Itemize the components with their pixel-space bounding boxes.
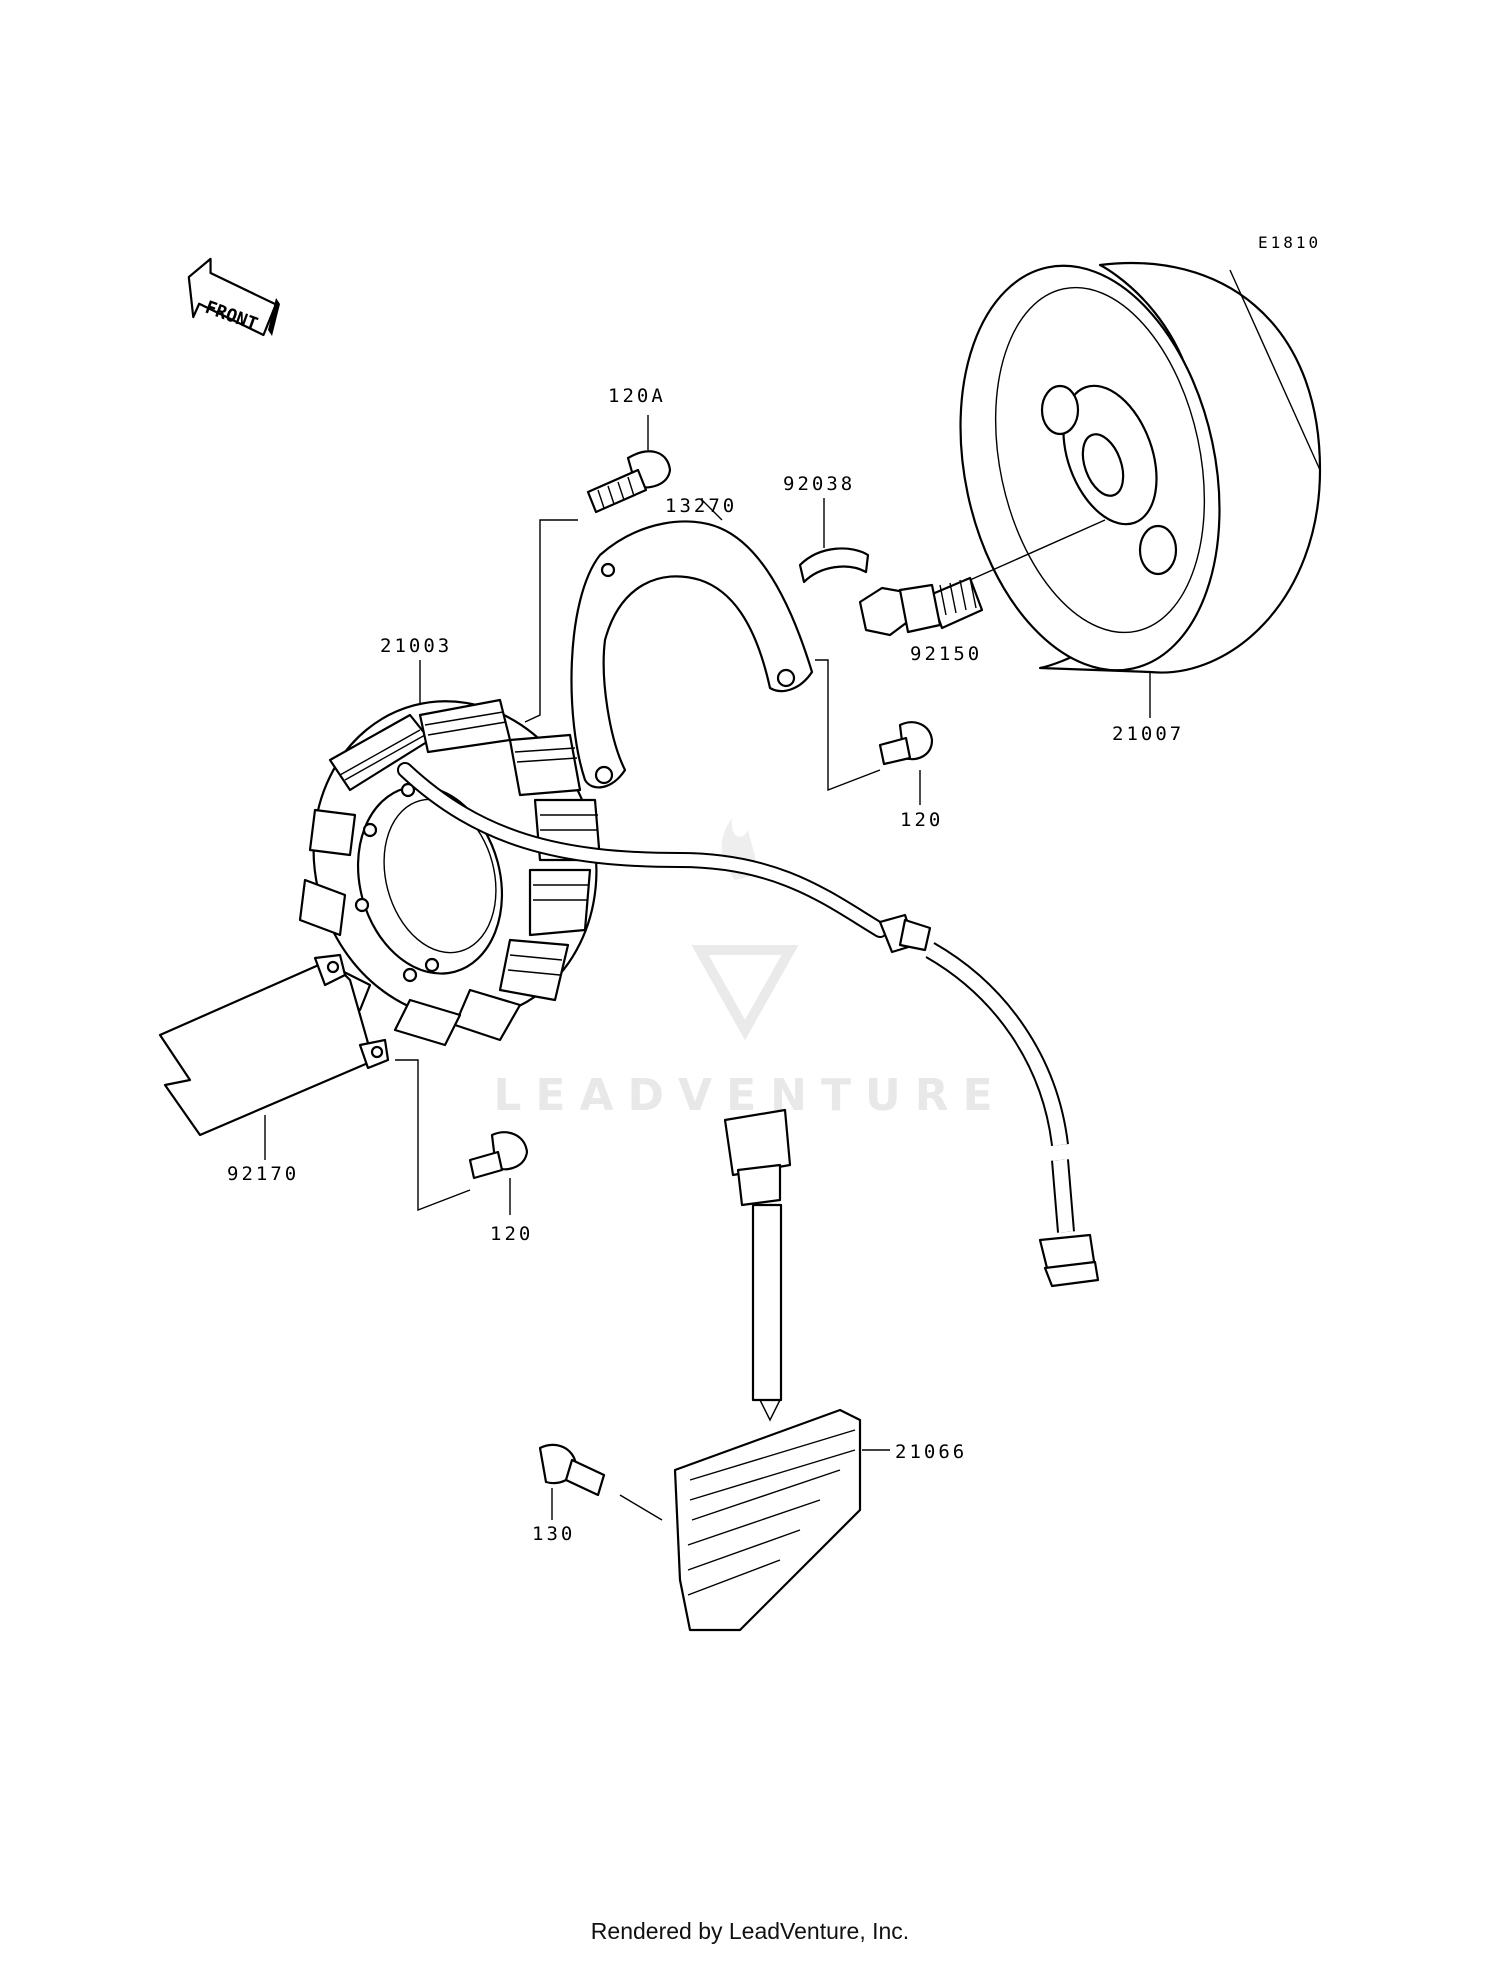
bolt-120-left: [395, 1059, 529, 1215]
key-92038: [798, 498, 870, 584]
cover-92170: [158, 953, 390, 1160]
watermark-text: LEADVENTURE: [493, 1070, 1006, 1121]
part-number-13270: 13270: [665, 495, 737, 517]
part-number-21003: 21003: [380, 635, 452, 657]
part-number-21007: 21007: [1112, 723, 1184, 745]
bolt-130: [538, 1443, 663, 1521]
part-number-130: 130: [532, 1523, 575, 1545]
part-number-92170: 92170: [227, 1163, 299, 1185]
bolt-120-right: [815, 659, 934, 805]
bolt-120a: [524, 415, 672, 723]
footer-credit: Rendered by LeadVenture, Inc.: [590, 1918, 910, 1944]
bolt-92150: [858, 519, 1106, 637]
part-number-92150: 92150: [910, 643, 982, 665]
bracket-13270: [570, 498, 814, 789]
rotor-21007: [959, 261, 1322, 674]
front-arrow-icon: FRONT: [187, 257, 280, 337]
part-number-21066: 21066: [895, 1441, 967, 1463]
part-number-92038: 92038: [783, 473, 855, 495]
diagram-code: E1810: [1258, 233, 1321, 252]
part-number-120-left: 120: [490, 1223, 533, 1245]
stator-21003: [298, 660, 602, 1047]
regulator-21066: [673, 1108, 890, 1632]
watermark: LEADVENTURE: [493, 818, 1006, 1121]
part-number-120a: 120A: [608, 385, 666, 407]
stator-wire: [397, 762, 1100, 1288]
part-number-120-right: 120: [900, 809, 943, 831]
